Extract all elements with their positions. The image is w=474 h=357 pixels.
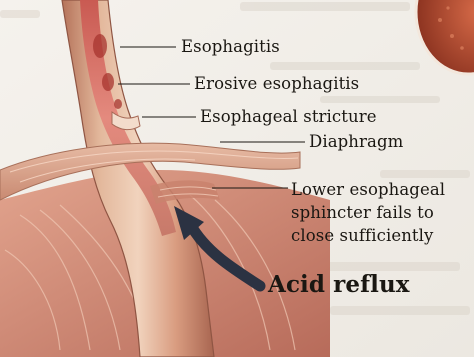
label-acid-reflux: Acid reflux <box>268 272 410 298</box>
label-les-line-2: sphincter fails to <box>291 201 445 224</box>
label-les-line-1: Lower esophageal <box>291 178 445 201</box>
label-erosive-esophagitis: Erosive esophagitis <box>194 74 359 94</box>
label-diaphragm: Diaphragm <box>309 132 403 152</box>
label-esophagitis: Esophagitis <box>181 37 280 57</box>
label-lower-esophageal-sphincter: Lower esophageal sphincter fails to clos… <box>291 178 445 247</box>
label-esophageal-stricture: Esophageal stricture <box>200 107 377 127</box>
label-les-line-3: close sufficiently <box>291 224 445 247</box>
